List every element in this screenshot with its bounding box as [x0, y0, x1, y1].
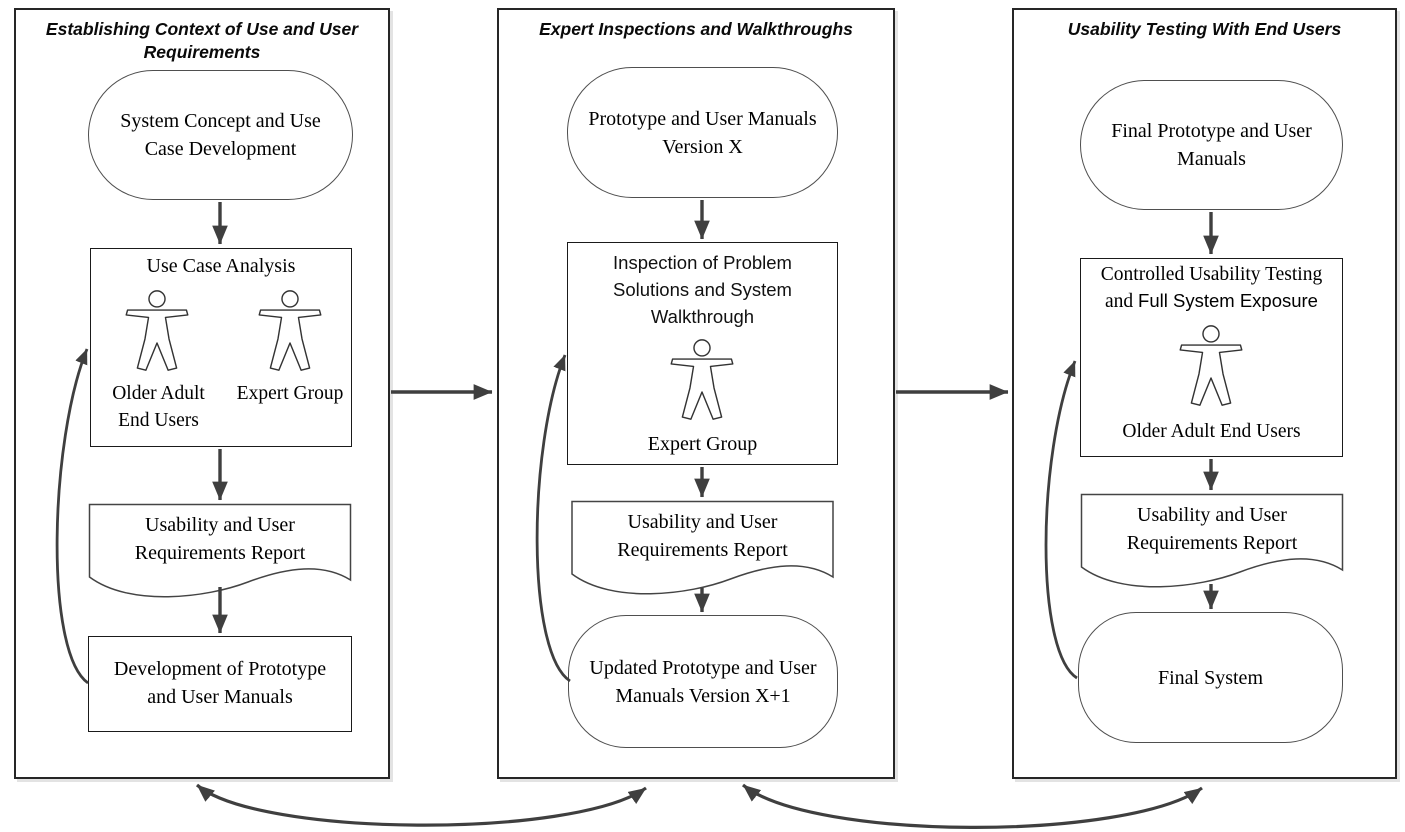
process-title: Use Case Analysis [146, 255, 296, 277]
document-usability-report: Usability and User Requirements Report [88, 503, 352, 605]
process-use-case-analysis [90, 248, 352, 447]
document-text: Usability and User Requirements Report [88, 511, 352, 567]
document-text-line: Requirements Report [134, 542, 306, 564]
terminator-text-line: System Concept and Use [120, 110, 321, 132]
document-text: Usability and User Requirements Report [1080, 501, 1344, 557]
terminator-final-system: Final System [1078, 612, 1343, 743]
phase-title-line: Establishing Context of Use and User [45, 19, 359, 39]
document-shape [88, 503, 352, 598]
document-shape [571, 500, 834, 595]
person-icon [1179, 325, 1243, 406]
document-text-line: Usability and User [145, 514, 295, 536]
terminator-updated-prototype: Updated Prototype and User Manuals Versi… [568, 615, 838, 748]
document-usability-report: Usability and User Requirements Report [1080, 493, 1344, 595]
terminator-system-concept: System Concept and Use Case Development [88, 70, 353, 200]
process-title: Inspection of Problem Solutions and Syst… [567, 249, 838, 330]
process-inspection-walkthrough [567, 242, 838, 465]
process-text-line: Development of Prototype [113, 657, 327, 680]
person-icon [258, 290, 322, 371]
person-icon [125, 290, 189, 371]
terminator-text-line: Manuals [1177, 148, 1246, 170]
terminator-prototype-version-x: Prototype and User Manuals Version X [567, 67, 838, 198]
process-text-fragment: and [1105, 291, 1139, 312]
process-text: Development of Prototype and User Manual… [89, 655, 351, 711]
actor-label-line: End Users [118, 410, 199, 431]
process-text-line: and Full System Exposure [1080, 288, 1343, 315]
document-text-line: Requirements Report [1126, 532, 1298, 554]
terminator-text-line: Version X [662, 135, 743, 158]
actor-label-expert-group: Expert Group [647, 433, 758, 455]
phase-title-line: Expert Inspections and Walkthroughs [539, 19, 853, 39]
process-text-line: Solutions and System [613, 279, 792, 300]
process-text-line: Walkthrough [650, 306, 755, 327]
document-shape [1080, 493, 1344, 588]
document-usability-report: Usability and User Requirements Report [570, 500, 835, 602]
actor-label-line: Older Adult [112, 383, 205, 404]
process-title: Controlled Usability Testing and Full Sy… [1080, 262, 1343, 315]
terminator-final-prototype: Final Prototype and User Manuals [1080, 80, 1343, 210]
process-text-line: Inspection of Problem [613, 252, 792, 273]
phase-title-line: Requirements [143, 42, 261, 62]
terminator-text-line: Final System [1157, 666, 1263, 689]
phase-title-line: Usability Testing With End Users [1067, 19, 1342, 39]
actor-label-expert-group: Expert Group [236, 383, 344, 404]
phase-title: Expert Inspections and Walkthroughs [499, 18, 893, 41]
process-text-line: and User Manuals [147, 685, 293, 708]
phase-title: Usability Testing With End Users [1014, 18, 1395, 41]
terminator-text-line: Prototype and User Manuals [588, 107, 817, 130]
terminator-text-line: Updated Prototype and User [589, 656, 817, 679]
person-icon [670, 339, 734, 420]
document-text-line: Usability and User [627, 511, 778, 533]
terminator-text-line: Manuals Version X+1 [615, 684, 791, 707]
actor-label-older-adult-end-users: Older Adult End Users [1122, 421, 1301, 442]
phase-title: Establishing Context of Use and User Req… [16, 18, 388, 64]
actor-label-older-adult-end-users: Older Adult End Users [96, 380, 221, 434]
iteration-arrow-phase2-phase3 [741, 783, 1203, 829]
document-text-line: Usability and User [1137, 504, 1287, 526]
document-text: Usability and User Requirements Report [570, 508, 835, 564]
iteration-arrow-phase1-phase2 [195, 783, 647, 827]
terminator-text-line: Final Prototype and User [1111, 120, 1312, 142]
process-text-fragment: Full System Exposure [1138, 290, 1318, 311]
terminator-text-line: Case Development [144, 138, 297, 160]
document-text-line: Requirements Report [617, 539, 788, 561]
process-text-line: Controlled Usability Testing [1100, 264, 1323, 285]
process-development-prototype: Development of Prototype and User Manual… [88, 636, 352, 732]
